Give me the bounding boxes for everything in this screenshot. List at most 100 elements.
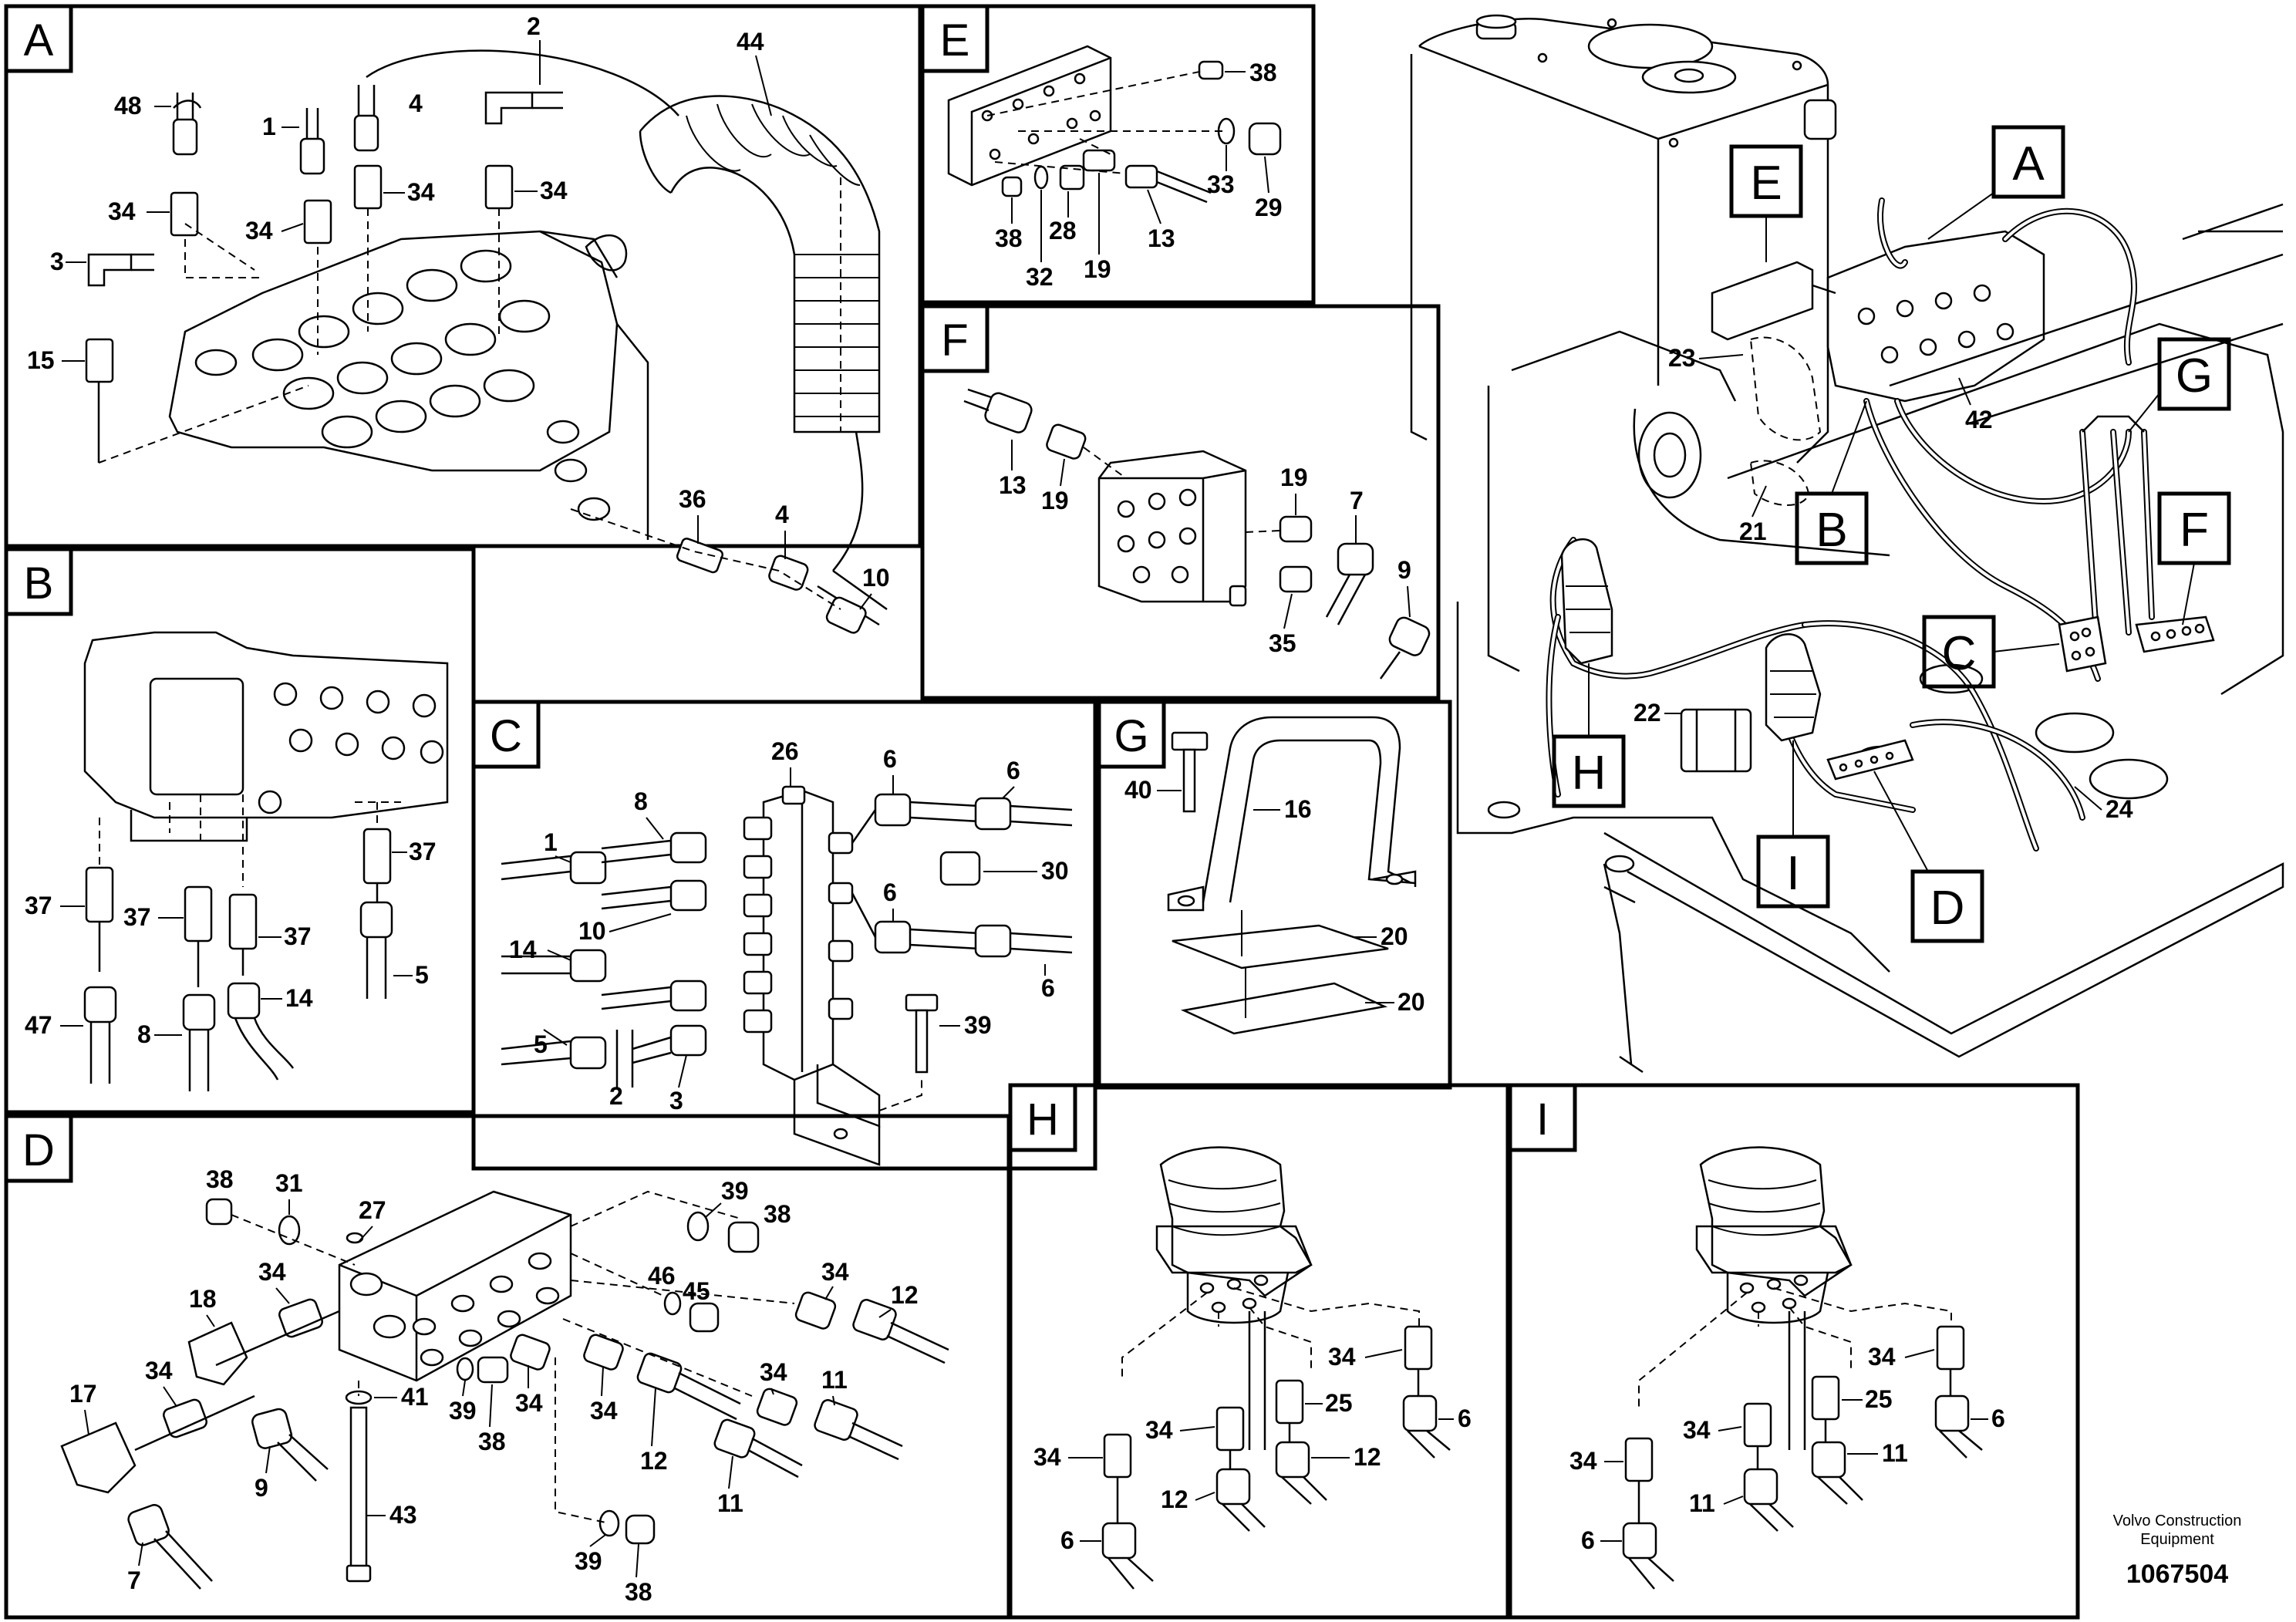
machine-overview [1410, 14, 2284, 1074]
nut-7 [127, 1504, 213, 1590]
overview-joystick-i [1765, 633, 1822, 742]
svg-text:34: 34 [1033, 1443, 1061, 1471]
plug-38-d-mid [477, 1356, 509, 1384]
svg-text:34: 34 [590, 1397, 618, 1425]
fitting-34-d2 [163, 1398, 207, 1438]
svg-text:C: C [490, 711, 522, 761]
nut-11-d [713, 1418, 803, 1479]
nut-9 [251, 1408, 329, 1482]
svg-text:19: 19 [1084, 255, 1111, 283]
svg-text:34: 34 [1868, 1343, 1896, 1371]
svg-text:14: 14 [285, 984, 313, 1012]
panel-h-frame [1008, 1083, 1510, 1620]
fitting-9-f [1379, 616, 1431, 679]
svg-text:25: 25 [1865, 1385, 1893, 1413]
oring-46 [663, 1291, 682, 1316]
fitting-34-d4 [583, 1334, 624, 1371]
pad-20-lower [1180, 982, 1388, 1035]
svg-text:12: 12 [640, 1447, 668, 1475]
panel-f-frame [920, 304, 1441, 700]
svg-text:34: 34 [1569, 1447, 1597, 1475]
panel-c-labels: 26 6 6 8 1 10 30 6 14 6 5 39 2 3 [509, 737, 1069, 1114]
svg-text:22: 22 [1633, 699, 1661, 727]
callout-d: D [1873, 771, 1984, 943]
svg-text:42: 42 [1965, 406, 1993, 433]
svg-text:28: 28 [1049, 217, 1077, 244]
plug-28 [1059, 164, 1085, 191]
svg-text:H: H [1027, 1094, 1059, 1145]
pad-20-upper [1172, 924, 1389, 969]
svg-text:6: 6 [1458, 1404, 1472, 1432]
fitting-34-h3 [1404, 1325, 1433, 1371]
svg-text:34: 34 [515, 1389, 543, 1417]
callout-f: F [2157, 491, 2231, 626]
panel-e-frame [920, 4, 1316, 305]
svg-text:34: 34 [1328, 1343, 1356, 1371]
callout-i: I [1756, 740, 1830, 909]
svg-text:48: 48 [114, 92, 142, 120]
fitting-34d [484, 164, 514, 210]
svg-text:44: 44 [737, 28, 764, 56]
bolt-43 [346, 1406, 372, 1583]
oring-31 [278, 1215, 301, 1246]
overview-block-f [2135, 615, 2215, 653]
svg-text:37: 37 [284, 922, 312, 950]
oring-32 [1033, 165, 1049, 190]
oring-39-d [456, 1357, 474, 1381]
elbow-18 [187, 1321, 248, 1386]
valve-ports-a [194, 249, 611, 521]
svg-text:12: 12 [1354, 1443, 1381, 1471]
panel-letter-a: A [4, 4, 73, 73]
svg-text:6: 6 [1581, 1526, 1595, 1554]
adapter-19-f-right [1279, 515, 1313, 543]
fitting-4 [353, 85, 379, 152]
elbow-17 [60, 1421, 137, 1494]
nut-6-h-bottom [1101, 1522, 1154, 1590]
footer-doc-number: 1067504 [2126, 1560, 2228, 1589]
joystick-i [1695, 1146, 1853, 1324]
bolt-40 [1171, 731, 1209, 813]
svg-text:F: F [2180, 504, 2209, 557]
fitting-34-d3 [510, 1334, 551, 1371]
svg-text:47: 47 [25, 1011, 52, 1039]
svg-text:5: 5 [534, 1030, 548, 1058]
fitting-25-i [1811, 1375, 1840, 1421]
svg-text:8: 8 [137, 1020, 151, 1048]
svg-text:D: D [22, 1125, 55, 1175]
fitting-34-h1 [1103, 1433, 1132, 1479]
nut-12-d [852, 1299, 949, 1364]
block-27 [338, 1190, 572, 1382]
plug-38-d-top2 [727, 1221, 760, 1253]
svg-text:23: 23 [1668, 344, 1696, 372]
fitting-15 [85, 338, 114, 463]
nut-47 [83, 986, 117, 1084]
panel-b-drawing [83, 631, 449, 1091]
washer-41 [345, 1390, 373, 1405]
svg-text:7: 7 [1350, 487, 1364, 514]
panel-letter-g: G [1097, 700, 1166, 769]
hose-12-d [636, 1352, 741, 1421]
footer-company-line2: Equipment [2140, 1531, 2214, 1548]
panel-d-labels: 38 31 27 39 38 18 34 46 45 34 12 17 34 3… [69, 1165, 919, 1606]
svg-text:9: 9 [1397, 556, 1411, 584]
overview-block-d [1826, 739, 1914, 781]
callout-e: E [1729, 144, 1803, 262]
panel-c-drawing [501, 785, 1073, 1166]
panel-b-labels: 37 37 37 37 47 8 14 5 [25, 838, 437, 1048]
svg-text:16: 16 [1284, 795, 1312, 823]
oring-39-d-low [598, 1509, 620, 1537]
adapter-19-f-left [1046, 423, 1087, 460]
nut-14 [227, 982, 295, 1081]
svg-text:10: 10 [578, 917, 606, 945]
panel-f-labels: 13 19 19 7 9 35 [999, 440, 1411, 657]
plug-38-low [1001, 176, 1023, 197]
fitting-36 [676, 538, 724, 574]
panel-letter-c: C [471, 700, 541, 769]
svg-text:24: 24 [2106, 795, 2133, 823]
fitting-2 [484, 91, 563, 125]
svg-text:29: 29 [1255, 194, 1283, 221]
panel-g-drawing [1167, 716, 1417, 1035]
panel-letter-d: D [4, 1114, 73, 1183]
nut-12-h-left [1215, 1468, 1266, 1532]
